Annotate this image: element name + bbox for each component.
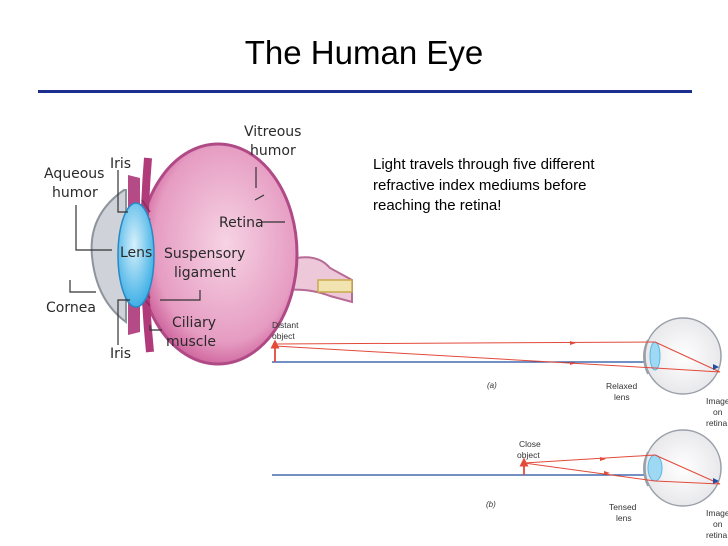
distant-object-label-2: object xyxy=(272,331,295,341)
label-iris-bottom: Iris xyxy=(110,346,131,362)
label-retina: Retina xyxy=(219,215,264,231)
tensed-lens-shape xyxy=(647,454,663,482)
ray-a-arrowhead-1 xyxy=(570,341,576,345)
optic-nerve-core xyxy=(317,279,353,293)
relaxed-lens-shape xyxy=(649,341,661,371)
image-point-a xyxy=(713,364,719,370)
close-object-label-2: object xyxy=(517,450,540,460)
ray-b-1 xyxy=(523,454,656,464)
ray-a-3 xyxy=(654,341,721,373)
panel-tag-a: (a) xyxy=(487,381,497,390)
slide-title: The Human Eye xyxy=(244,34,484,71)
ray-b-3 xyxy=(654,454,721,485)
small-cornea-b xyxy=(643,451,649,487)
relaxed-lens-label-1: Relaxed xyxy=(606,381,637,391)
image-point-b xyxy=(713,478,719,484)
label-ciliary-2: muscle xyxy=(166,334,216,350)
ray-a-4 xyxy=(654,367,721,373)
anatomy-eye: Vitreous humor Iris Aqueous humor Retina… xyxy=(44,124,353,366)
ray-b-4 xyxy=(654,480,721,485)
ray-a-2 xyxy=(274,345,656,369)
small-cornea-a xyxy=(643,339,649,375)
label-iris-top: Iris xyxy=(110,156,131,172)
title-underline xyxy=(38,90,692,93)
label-aqueous-2: humor xyxy=(52,185,98,201)
refraction-note: Light travels through five different ref… xyxy=(373,156,595,214)
lens xyxy=(117,202,155,308)
focus-panel-a: Distant object (a) Relaxed lens Image on… xyxy=(270,317,728,428)
label-lens: Lens xyxy=(120,245,152,261)
label-ciliary-1: Ciliary xyxy=(172,315,216,331)
image-label-a-1: Image xyxy=(706,396,728,406)
ray-b-2 xyxy=(523,462,656,482)
image-label-a-3: retina xyxy=(706,418,728,428)
ray-a-arrowhead-2 xyxy=(570,362,576,365)
tensed-lens-label-2: lens xyxy=(616,513,632,523)
label-cornea: Cornea xyxy=(46,300,96,316)
cornea xyxy=(90,189,127,324)
distant-object-label-1: Distant xyxy=(272,320,299,330)
label-vitreous-1: Vitreous xyxy=(244,124,301,140)
label-aqueous-1: Aqueous xyxy=(44,166,104,182)
label-suspensory-1: Suspensory xyxy=(164,246,245,262)
label-suspensory-2: ligament xyxy=(174,265,236,281)
tensed-lens-label-1: Tensed xyxy=(609,502,637,512)
ray-a-1 xyxy=(274,341,656,345)
image-label-b-1: Image xyxy=(706,508,728,518)
image-label-b-2: on xyxy=(713,519,723,529)
leader-lines xyxy=(69,167,285,345)
panel-tag-b: (b) xyxy=(486,500,496,509)
focus-panel-b: Close object (b) Tensed lens Image on re… xyxy=(272,429,728,540)
close-object-label-1: Close xyxy=(519,439,541,449)
image-label-b-3: retina xyxy=(706,530,728,540)
ray-b-arrowhead-1 xyxy=(600,457,606,461)
relaxed-lens-label-2: lens xyxy=(614,392,630,402)
image-label-a-2: on xyxy=(713,407,723,417)
ray-b-arrowhead-2 xyxy=(604,471,610,475)
label-vitreous-2: humor xyxy=(250,143,296,159)
